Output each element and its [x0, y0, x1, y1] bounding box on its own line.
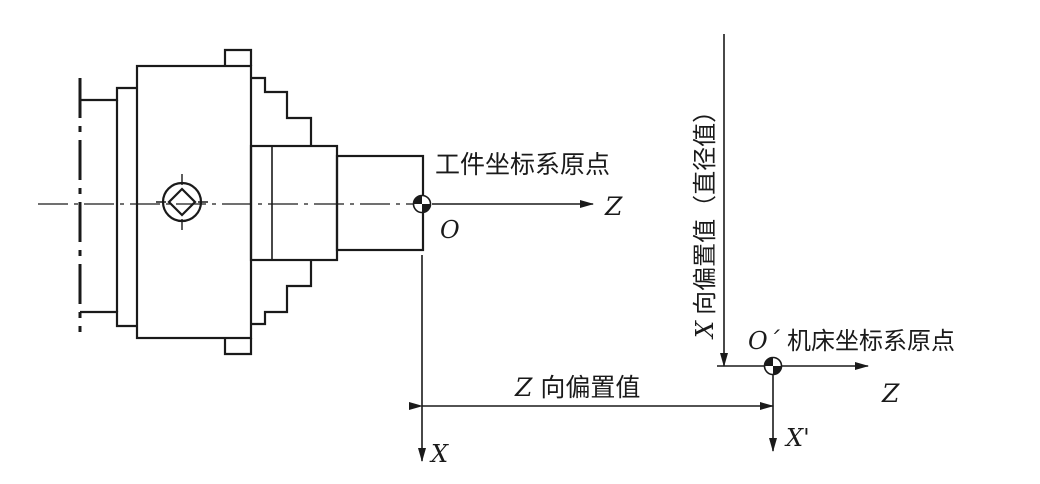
machine-origin-title: 机床坐标系原点 — [787, 327, 955, 355]
lower-jaw — [223, 260, 313, 356]
x-offset-dimension: X 向偏置值（直径值） — [691, 34, 728, 367]
x-offset-label: X 向偏置值（直径值） — [691, 99, 719, 340]
machine-x-axis-label: X' — [784, 424, 810, 452]
workpiece-origin-title: 工件坐标系原点 — [435, 150, 610, 179]
machine-z-axis-label: Z — [881, 379, 900, 408]
workpiece-coordinate-system: 工件坐标系原点 O Z X — [412, 150, 623, 468]
z-offset-axis-letter: Z — [514, 373, 533, 402]
workpiece-z-axis-label: Z — [604, 192, 623, 221]
workpiece-origin-symbol — [412, 194, 432, 214]
z-offset-text: 向偏置值 — [540, 373, 640, 402]
x-offset-text: 向偏置值（直径值） — [691, 99, 719, 315]
machine-origin-letter: O´ — [748, 327, 781, 355]
upper-jaw — [223, 48, 313, 146]
spindle-nose — [80, 86, 137, 328]
workpiece-end — [335, 154, 425, 252]
workpiece-step — [249, 144, 339, 262]
chuck-drawing — [78, 48, 425, 356]
machine-coordinate-system: O´ 机床坐标系原点 Z X' — [717, 327, 955, 452]
machine-origin-symbol — [763, 356, 783, 376]
workpiece-origin-letter: O — [440, 216, 460, 244]
workpiece-x-axis-label: X — [429, 440, 449, 468]
x-offset-axis-letter: X — [691, 320, 719, 340]
